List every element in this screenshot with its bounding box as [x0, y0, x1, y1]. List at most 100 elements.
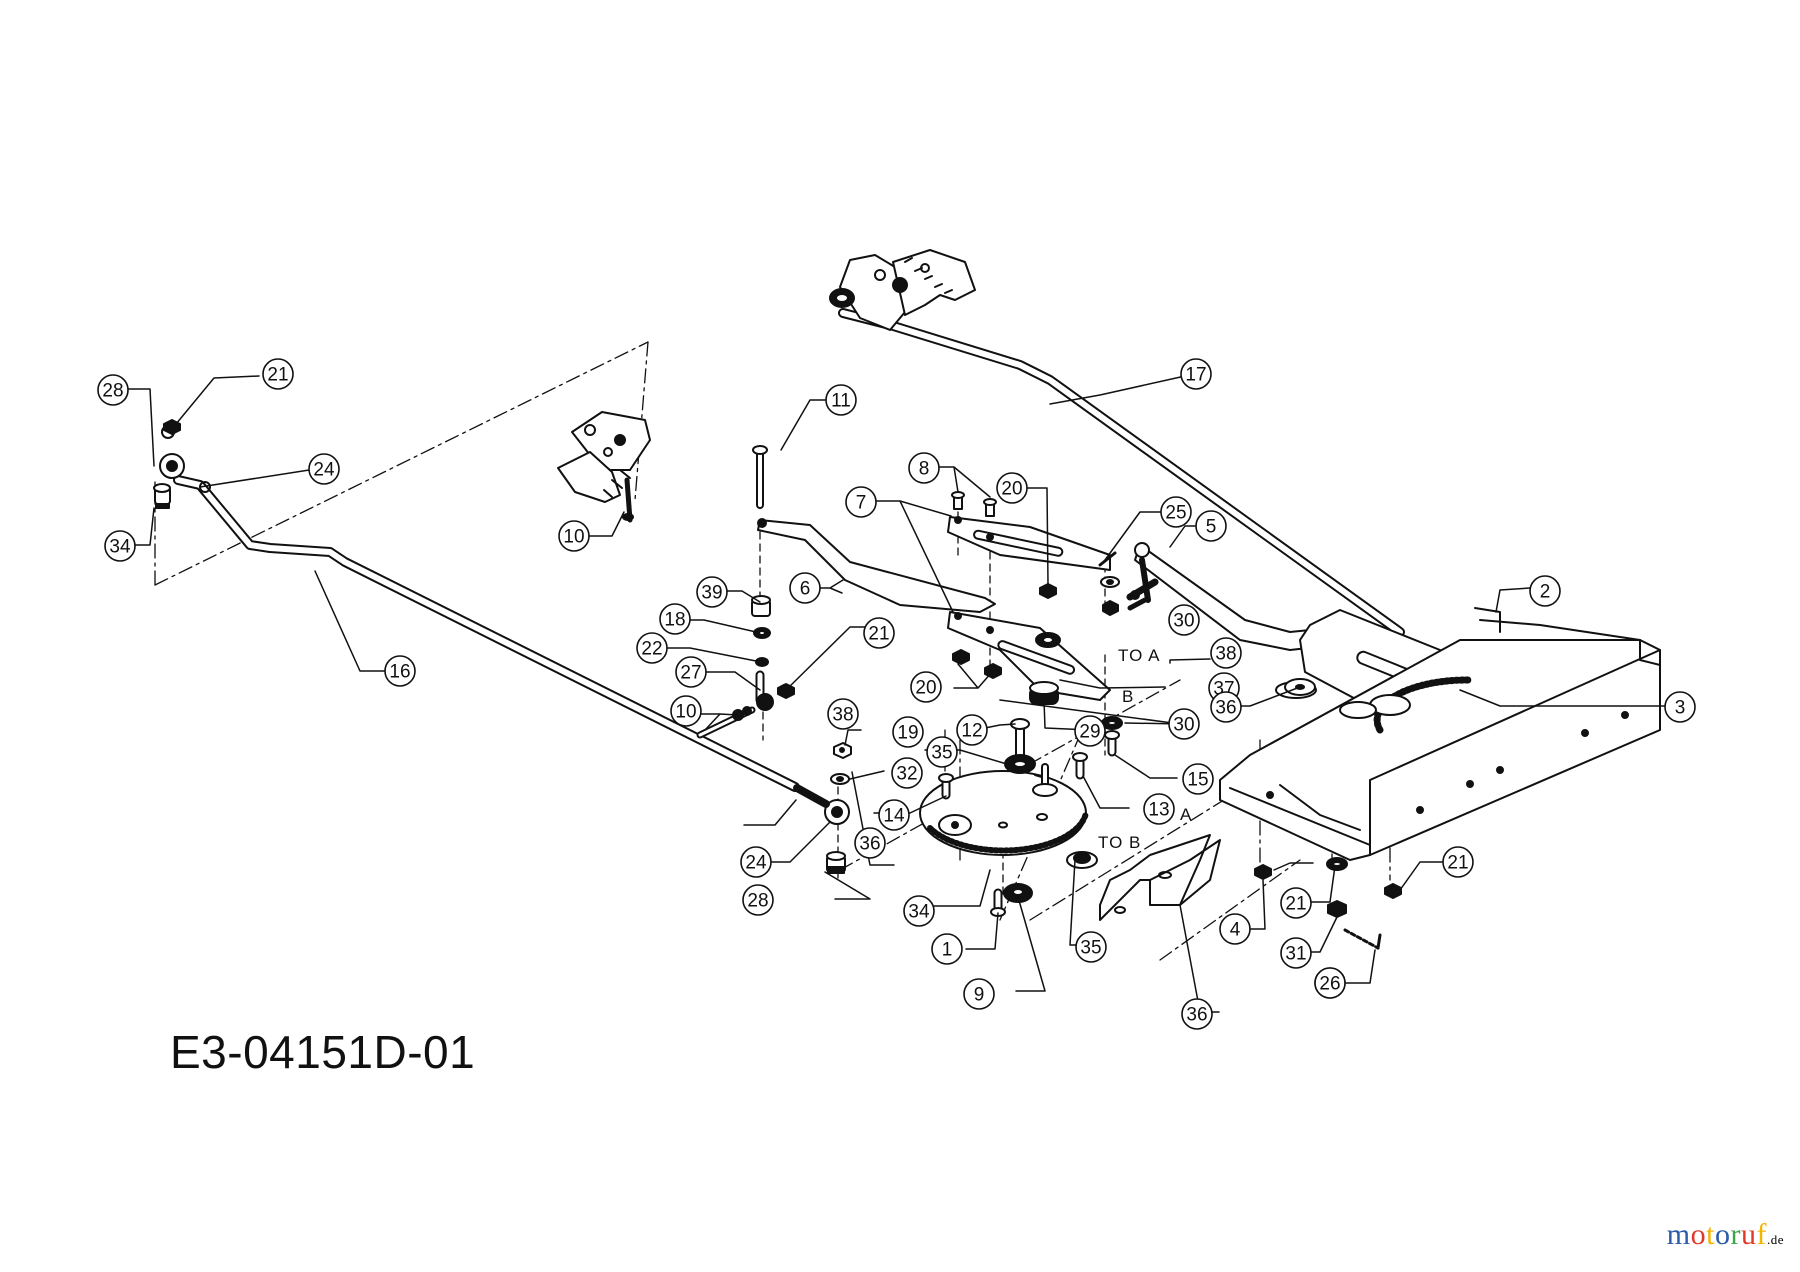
callout-number: 19	[897, 723, 918, 744]
callout-11: 11	[825, 384, 857, 416]
note-to-b: TO B	[1098, 833, 1141, 852]
callout-36: 36	[1210, 691, 1242, 723]
callout-circle	[558, 520, 590, 552]
logo-letters: motoruf	[1667, 1218, 1767, 1252]
callout-circle	[789, 572, 821, 604]
callout-circle	[1442, 846, 1474, 878]
callout-19: 19	[892, 716, 924, 748]
callout-circle	[854, 827, 886, 859]
callout-number: 3	[1675, 698, 1686, 719]
callout-18: 18	[659, 603, 691, 635]
callout-number: 32	[896, 764, 917, 785]
callout-20: 20	[996, 472, 1028, 504]
callout-circle	[262, 358, 294, 390]
callout-8: 8	[908, 452, 940, 484]
note-to-a: TO A	[1118, 646, 1160, 665]
callout-circle	[1529, 575, 1561, 607]
callout-circle	[1074, 715, 1106, 747]
callout-circle	[910, 671, 942, 703]
small-parts	[153, 419, 1402, 950]
logo-letter: f	[1756, 1218, 1767, 1251]
callout-number: 25	[1165, 503, 1186, 524]
frame-3	[1219, 607, 1661, 861]
callout-2: 2	[1529, 575, 1561, 607]
callout-number: 28	[747, 891, 768, 912]
callout-circle	[104, 530, 136, 562]
callout-7: 7	[845, 486, 877, 518]
callout-number: 24	[745, 853, 767, 874]
callout-number: 36	[1186, 1005, 1207, 1026]
callout-circle	[670, 695, 702, 727]
callout-number: 38	[1215, 644, 1236, 665]
arm-6	[757, 518, 996, 613]
callout-number: 38	[832, 705, 853, 726]
callout-circle	[97, 374, 129, 406]
callout-number: 26	[1319, 974, 1340, 995]
callout-number: 21	[1447, 853, 1468, 874]
callout-12: 12	[956, 714, 988, 746]
callout-number: 4	[1230, 920, 1241, 941]
callout-number: 22	[641, 639, 662, 660]
callout-9: 9	[963, 978, 995, 1010]
callout-number: 6	[800, 579, 811, 600]
rod-16	[154, 425, 850, 825]
callout-3: 3	[1664, 691, 1696, 723]
callout-21: 21	[863, 617, 895, 649]
callout-circle	[1180, 358, 1212, 390]
callout-6: 6	[789, 572, 821, 604]
callout-circle	[845, 486, 877, 518]
callout-13: 13	[1143, 793, 1175, 825]
callout-number: 31	[1285, 944, 1306, 965]
callout-22: 22	[636, 632, 668, 664]
motoruf-logo: motoruf.de	[1667, 1218, 1784, 1252]
logo-letter: m	[1666, 1218, 1691, 1251]
logo-letter: o	[1690, 1218, 1707, 1251]
callout-circle	[1280, 937, 1312, 969]
callout-circle	[996, 472, 1028, 504]
logo-letter: u	[1740, 1218, 1757, 1251]
callout-number: 10	[675, 702, 696, 723]
callout-circle	[636, 632, 668, 664]
callout-circle	[659, 603, 691, 635]
callout-39: 39	[696, 576, 728, 608]
callout-circle	[1182, 763, 1214, 795]
callout-number: 7	[856, 493, 867, 514]
callout-16: 16	[384, 655, 416, 687]
callout-27: 27	[675, 656, 707, 688]
callout-number: 13	[1148, 800, 1169, 821]
callout-circle	[926, 736, 958, 768]
callout-34: 34	[104, 530, 136, 562]
callout-circle	[675, 656, 707, 688]
callout-21: 21	[262, 358, 294, 390]
plates-7	[947, 516, 1111, 701]
callout-circle	[1280, 887, 1312, 919]
callout-25: 25	[1160, 496, 1192, 528]
callout-number: 9	[974, 985, 985, 1006]
callout-number: 35	[1080, 938, 1101, 959]
callout-number: 34	[109, 537, 131, 558]
callout-circle	[825, 384, 857, 416]
callout-number: 15	[1187, 770, 1208, 791]
callout-number: 30	[1173, 611, 1194, 632]
callout-circle	[1314, 967, 1346, 999]
callout-circle	[903, 895, 935, 927]
callout-32: 32	[891, 757, 923, 789]
callout-number: 27	[680, 663, 701, 684]
callout-circle	[1075, 931, 1107, 963]
callout-31: 31	[1280, 937, 1312, 969]
callout-number: 20	[1001, 479, 1022, 500]
callout-circle	[1664, 691, 1696, 723]
callout-number: 30	[1173, 715, 1194, 736]
drawing-code: E3-04151D-01	[170, 1026, 476, 1078]
callout-24: 24	[308, 453, 340, 485]
callout-21: 21	[1442, 846, 1474, 878]
callout-28: 28	[742, 884, 774, 916]
callout-number: 36	[859, 834, 880, 855]
callout-4: 4	[1219, 913, 1251, 945]
callout-circle	[1168, 604, 1200, 636]
callout-36: 36	[854, 827, 886, 859]
callout-circle	[1219, 913, 1251, 945]
callout-30: 30	[1168, 604, 1200, 636]
